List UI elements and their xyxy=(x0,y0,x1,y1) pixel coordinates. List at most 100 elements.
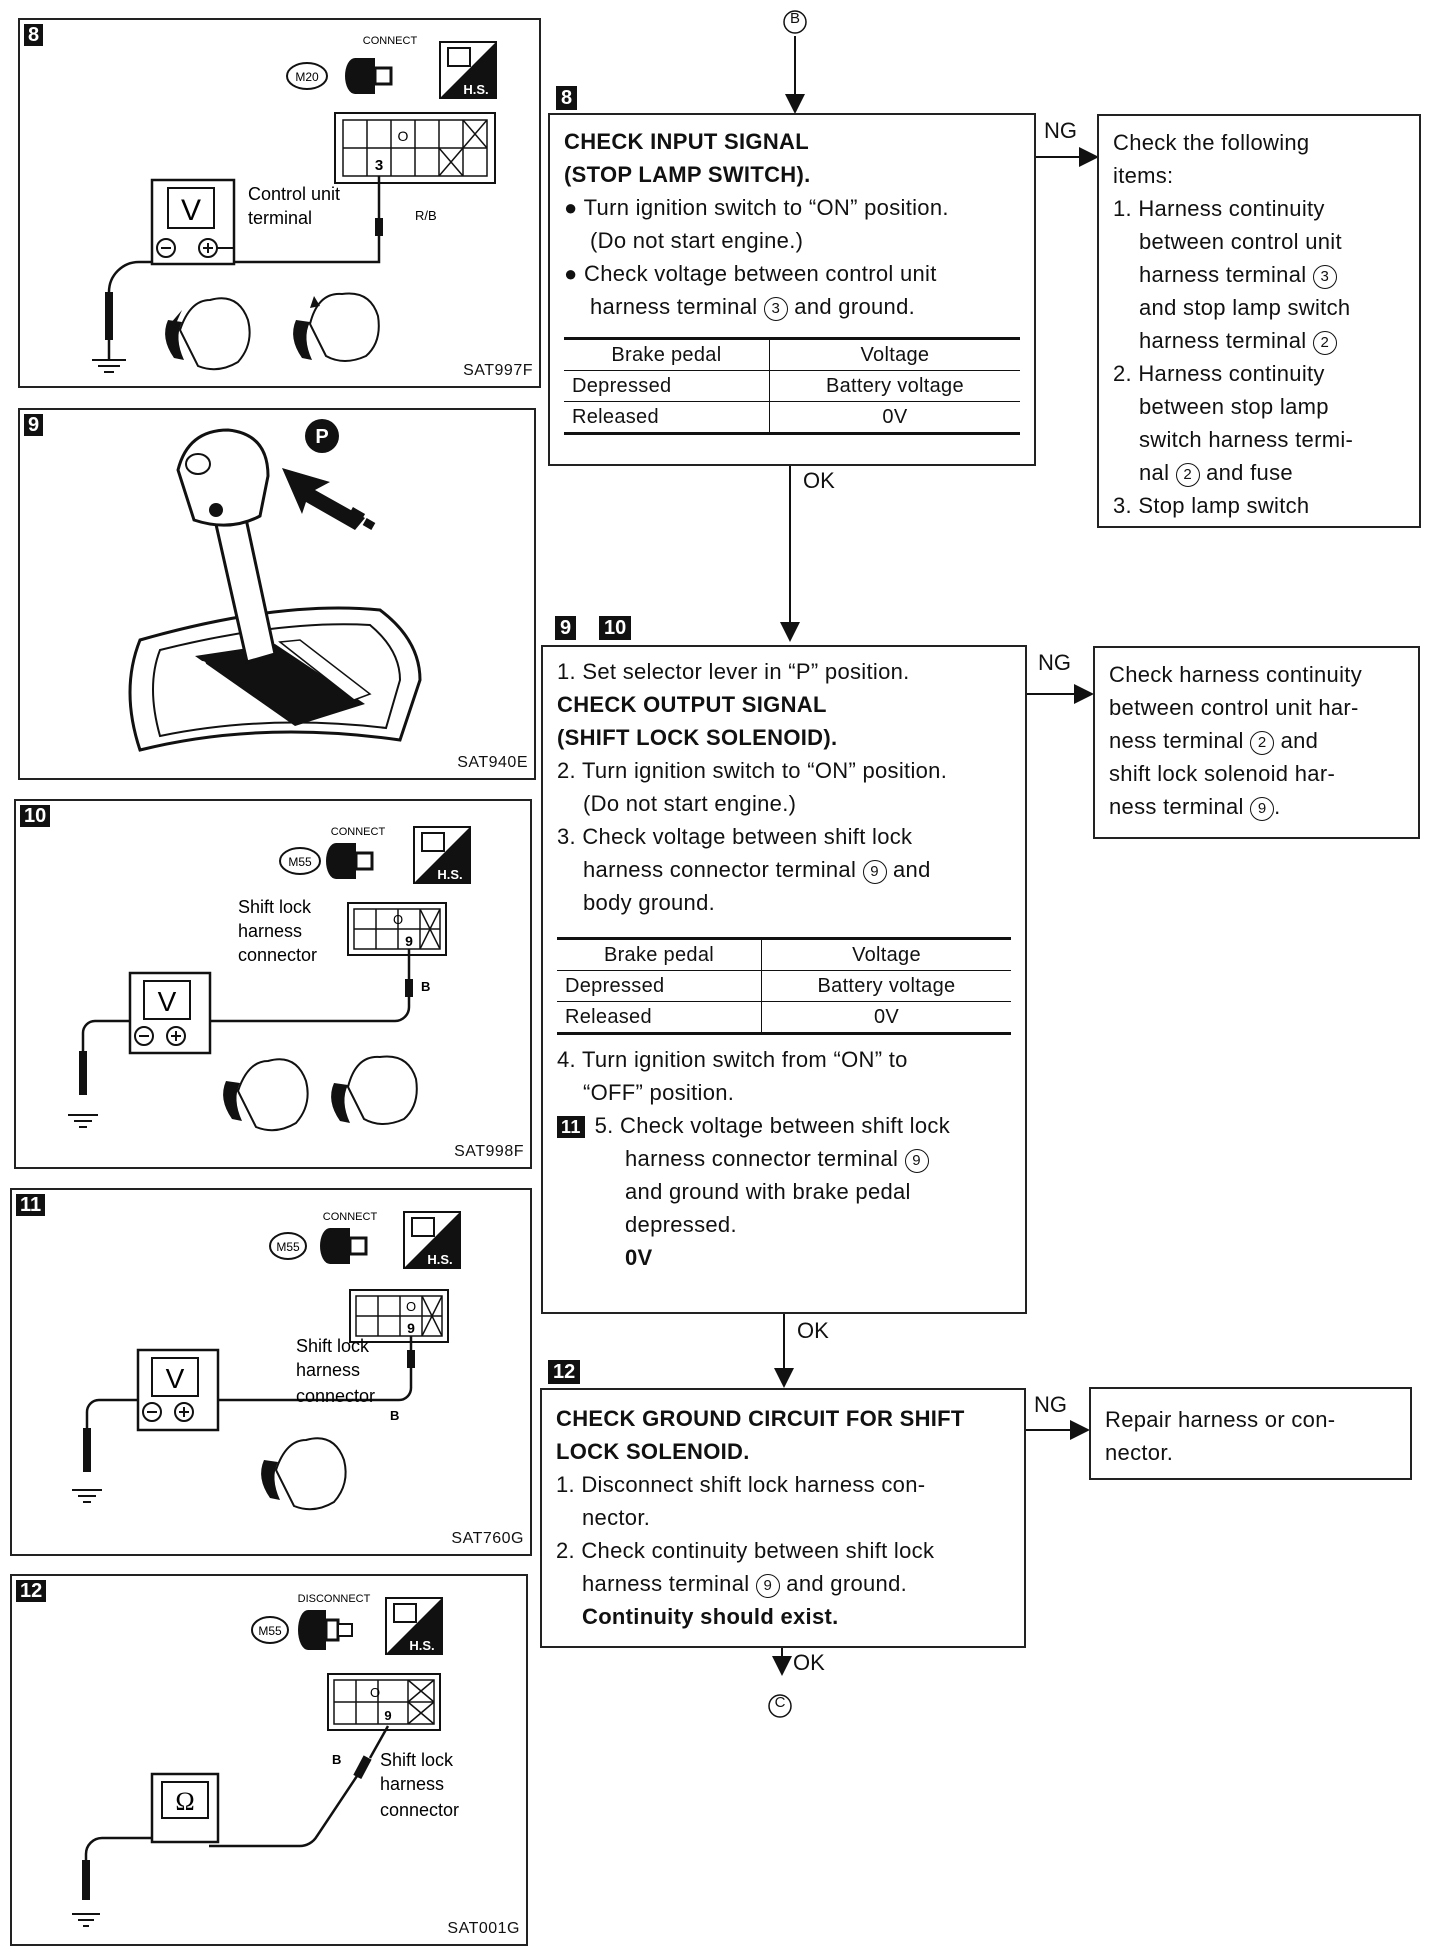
ng-text-line: ness terminal 2 and xyxy=(1109,728,1319,755)
ng-text-line: Check the following xyxy=(1113,130,1310,155)
svg-text:H.S.: H.S. xyxy=(409,1638,434,1653)
step9-item2-note: (Do not start engine.) xyxy=(583,791,797,816)
svg-text:CONNECT: CONNECT xyxy=(331,826,386,838)
table-cell: Depressed xyxy=(557,970,762,1002)
svg-text:B: B xyxy=(332,1752,341,1767)
step9-ng-label: NG xyxy=(1038,650,1071,675)
svg-text:H.S.: H.S. xyxy=(427,1252,452,1267)
step8-title-line1: CHECK INPUT SIGNAL xyxy=(564,129,809,154)
foot-pressing-pedal-icon xyxy=(165,297,251,371)
svg-text:O: O xyxy=(406,1299,416,1314)
svg-text:connector: connector xyxy=(380,1800,459,1820)
ng-text-line: between control unit har- xyxy=(1109,695,1359,720)
ng-text-line: between control unit xyxy=(1139,229,1342,254)
figure-code: SAT940E xyxy=(457,754,528,771)
push-direction-arrow-icon xyxy=(282,468,376,530)
ng-text-line: harness terminal 2 xyxy=(1113,324,1405,357)
step12-item1-cont: nector. xyxy=(582,1505,651,1530)
step9-item2: 2. Turn ignition switch to “ON” position… xyxy=(557,758,948,783)
selector-lever-diagram: P P xyxy=(128,419,422,752)
step9-ok-label: OK xyxy=(797,1318,829,1343)
figure-9-panel: 9 P P SAT940E xyxy=(18,408,536,780)
ng-text-line: items: xyxy=(1113,163,1174,188)
svg-text:O: O xyxy=(370,1685,380,1700)
table-cell: Depressed xyxy=(564,370,770,402)
step8-title-line2: (STOP LAMP SWITCH). xyxy=(564,162,811,187)
figure-10-panel: 10 M55 CONNECT H.S. O 9 B V xyxy=(14,799,532,1169)
svg-text:Shift lock: Shift lock xyxy=(238,897,312,917)
step12-item1: 1. Disconnect shift lock harness con- xyxy=(556,1472,926,1497)
step9-title-line1: CHECK OUTPUT SIGNAL xyxy=(557,692,827,717)
step9-ng-box: Check harness continuity between control… xyxy=(1093,646,1420,839)
svg-text:CONNECT: CONNECT xyxy=(363,35,418,47)
figure-12-panel: 12 M55 DISCONNECT H.S. O 9 B Ω xyxy=(10,1574,528,1946)
step8-bullet1-note: (Do not start engine.) xyxy=(590,228,804,253)
ng-text-line: Repair harness or con- xyxy=(1105,1407,1336,1432)
foot-pressing-pedal-icon xyxy=(261,1437,347,1511)
connector-top-label: B xyxy=(789,10,800,27)
svg-text:terminal: terminal xyxy=(248,208,312,228)
svg-text:B: B xyxy=(421,979,430,994)
step9-number: 9 xyxy=(555,616,577,640)
svg-text:connector: connector xyxy=(296,1386,375,1406)
svg-text:M55: M55 xyxy=(258,1624,282,1638)
step8-ng-label: NG xyxy=(1044,118,1077,143)
svg-text:O: O xyxy=(398,128,409,144)
ng-text-line: ness terminal 9. xyxy=(1109,794,1281,821)
table-cell: Released xyxy=(557,1001,762,1035)
step8-check-box: CHECK INPUT SIGNAL (STOP LAMP SWITCH). ●… xyxy=(548,113,1036,466)
table-cell: Battery voltage xyxy=(768,370,1020,402)
step8-number: 8 xyxy=(556,86,578,110)
table-header: Voltage xyxy=(768,337,1020,371)
table-header: Brake pedal xyxy=(557,937,762,971)
svg-text:M55: M55 xyxy=(288,855,312,869)
step9-title-line2: (SHIFT LOCK SOLENOID). xyxy=(557,725,838,750)
figure-step-number: 10 xyxy=(20,805,51,827)
ng-text-line: between stop lamp xyxy=(1139,394,1329,419)
svg-text:connector: connector xyxy=(238,945,317,965)
svg-text:harness: harness xyxy=(380,1774,444,1794)
step11-number: 11 xyxy=(557,1116,585,1138)
svg-text:P: P xyxy=(196,659,207,676)
table-cell: 0V xyxy=(760,1001,1011,1035)
figure-11-panel: 11 M55 CONNECT H.S. O 9 B V xyxy=(10,1188,532,1556)
table-header: Brake pedal xyxy=(564,337,770,371)
step9-item4: 4. Turn ignition switch from “ON” to xyxy=(557,1047,908,1072)
ng-text-line: 1. Harness continuity xyxy=(1113,196,1325,221)
figure-code: SAT760G xyxy=(451,1530,524,1547)
step9-item4-cont: “OFF” position. xyxy=(583,1080,735,1105)
step8-ng-box: Check the following items: 1. Harness co… xyxy=(1097,114,1421,528)
step9-item3-cont: body ground. xyxy=(583,890,716,915)
shift-lock-connector-diagram: M55 CONNECT H.S. O 9 B V Shift lock xyxy=(72,1211,461,1511)
figure-code: SAT998F xyxy=(454,1143,524,1160)
step12-number: 12 xyxy=(548,1360,581,1384)
svg-text:9: 9 xyxy=(407,1320,415,1336)
figure-code: SAT001G xyxy=(447,1920,520,1937)
svg-text:harness: harness xyxy=(296,1360,360,1380)
step12-ng-box: Repair harness or con- nector. xyxy=(1089,1387,1412,1480)
control-unit-terminal-diagram: M20 CONNECT H.S. O 3 R/B V xyxy=(92,35,497,373)
svg-text:Shift lock: Shift lock xyxy=(380,1750,454,1770)
step12-ok-label: OK xyxy=(793,1650,825,1675)
step12-ng-label: NG xyxy=(1034,1392,1067,1417)
figure-code: SAT997F xyxy=(463,362,533,379)
connector-bottom-label: C xyxy=(774,1694,786,1711)
ground-circuit-diagram: M55 DISCONNECT H.S. O 9 B Ω Shift lock xyxy=(72,1593,459,1927)
svg-text:Control unit: Control unit xyxy=(248,184,340,204)
svg-text:Ω: Ω xyxy=(175,1787,194,1816)
step10-number: 10 xyxy=(599,616,632,640)
svg-text:V: V xyxy=(158,986,177,1017)
step9-item5-cont: depressed. xyxy=(625,1212,737,1237)
figure-8-panel: 8 M20 CONNECT H.S. O 3 R/B V xyxy=(18,18,541,388)
step9-item5-cont: and ground with brake pedal xyxy=(625,1179,911,1204)
ng-text-line: nector. xyxy=(1105,1440,1174,1465)
ng-text-line: harness terminal 3 xyxy=(1113,258,1405,291)
svg-text:V: V xyxy=(166,1363,185,1394)
ng-text-line: switch harness termi- xyxy=(1139,427,1354,452)
svg-text:V: V xyxy=(181,194,201,227)
table-cell: Released xyxy=(564,401,770,435)
